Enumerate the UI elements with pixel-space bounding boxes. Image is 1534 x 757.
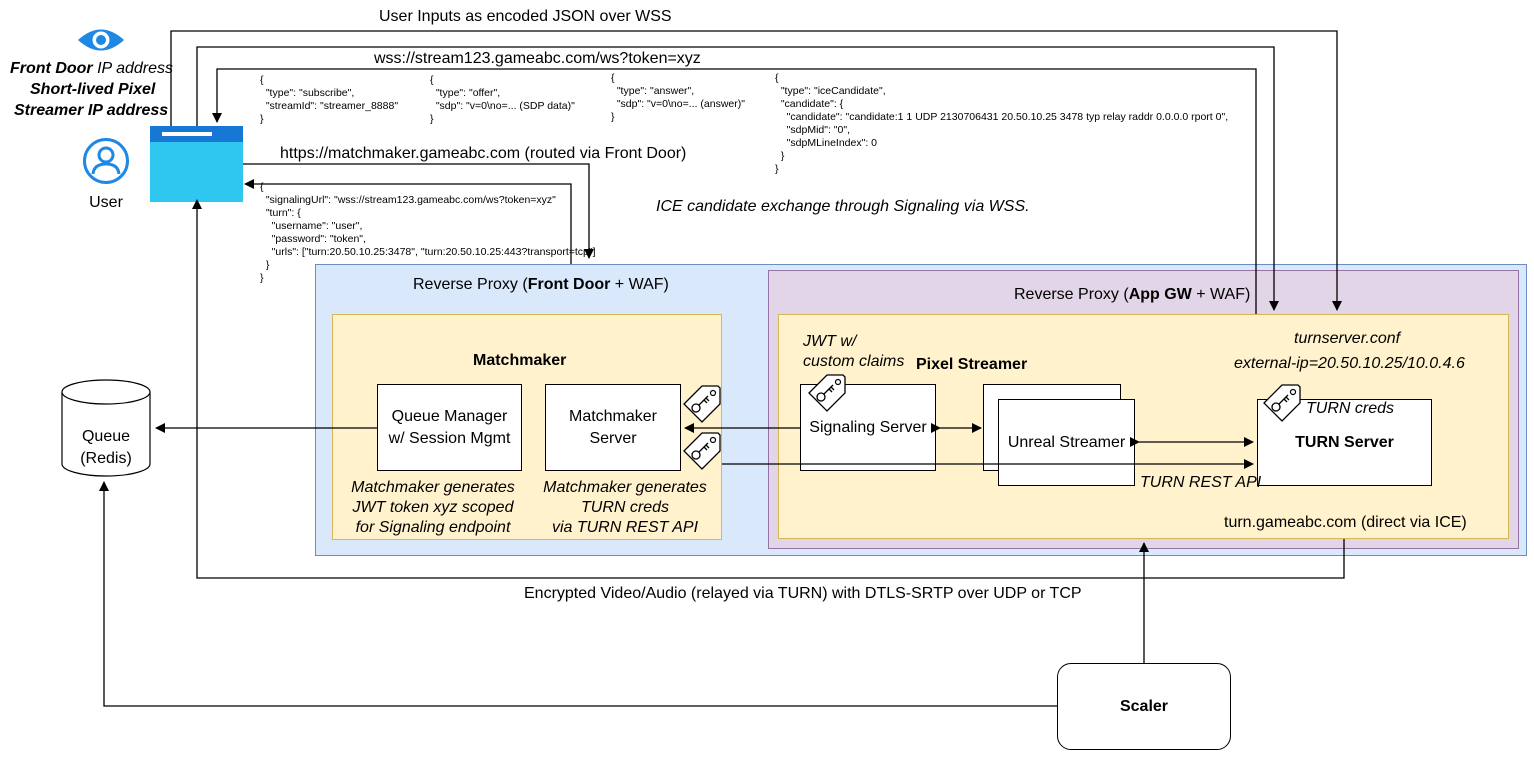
front-door-title: Reverse Proxy (Front Door + WAF) bbox=[413, 276, 669, 293]
external-ip-label: external-ip=20.50.10.25/10.0.4.6 bbox=[1234, 355, 1465, 372]
key-tag-icon bbox=[808, 374, 846, 412]
key-tag-icon bbox=[683, 432, 721, 470]
json-ice-candidate: { "type": "iceCandidate", "candidate": {… bbox=[775, 72, 1229, 175]
json-signaling-response: { "signalingUrl": "wss://stream123.gamea… bbox=[260, 181, 596, 284]
turn-server-node: TURN Server bbox=[1257, 399, 1432, 486]
key-tag-icon bbox=[683, 385, 721, 423]
user-inputs-label: User Inputs as encoded JSON over WSS bbox=[376, 8, 675, 26]
wss-url-label: wss://stream123.gameabc.com/ws?token=xyz bbox=[371, 50, 704, 68]
user-icon bbox=[83, 138, 129, 184]
user-inputs-wire bbox=[170, 30, 1342, 311]
user-ip-line2: Short-lived Pixel bbox=[30, 81, 156, 98]
turn-conf-label: turnserver.conf bbox=[1294, 330, 1401, 347]
turn-rest-api-label: TURN REST API bbox=[1140, 474, 1262, 491]
json-answer: { "type": "answer", "sdp": "v=0\no=... (… bbox=[611, 72, 745, 123]
json-offer: { "type": "offer", "sdp": "v=0\no=... (S… bbox=[430, 74, 575, 125]
https-label: https://matchmaker.gameabc.com (routed v… bbox=[280, 145, 687, 162]
wss-url-wire bbox=[196, 46, 1279, 311]
eye-icon bbox=[78, 29, 124, 51]
turn-creds-label: TURN creds bbox=[1306, 400, 1395, 417]
response-wire bbox=[244, 179, 572, 264]
matchmaker-title: Matchmaker bbox=[473, 352, 567, 369]
video-relay-wire bbox=[192, 199, 1345, 579]
queue-label: Queue(Redis) bbox=[80, 428, 132, 467]
scaler-queue-wire bbox=[99, 481, 1057, 707]
user-ip-line3: Streamer IP address bbox=[14, 102, 169, 119]
queue-manager-node: Queue Manager w/ Session Mgmt bbox=[377, 384, 522, 471]
user-label: User bbox=[89, 194, 123, 211]
scaler-node: Scaler bbox=[1057, 663, 1231, 750]
video-relay-label: Encrypted Video/Audio (relayed via TURN)… bbox=[524, 585, 1082, 602]
pixel-streamer-title: Pixel Streamer bbox=[916, 356, 1028, 373]
https-wire bbox=[243, 163, 594, 259]
unreal-streamer-node: Unreal Streamer bbox=[998, 399, 1135, 486]
ice-exchange-label: ICE candidate exchange through Signaling… bbox=[656, 198, 1030, 215]
turn-domain-label: turn.gameabc.com (direct via ICE) bbox=[1224, 514, 1467, 531]
key-tag-icon bbox=[1263, 384, 1301, 422]
browser-window-icon bbox=[150, 126, 243, 202]
matchmaker-turn-note: Matchmaker generates TURN creds via TURN… bbox=[543, 479, 707, 536]
jwt-claims-note: JWT w/ custom claims bbox=[803, 333, 905, 370]
matchmaker-jwt-note: Matchmaker generates JWT token xyz scope… bbox=[351, 479, 515, 536]
matchmaker-server-node: Matchmaker Server bbox=[545, 384, 681, 471]
app-gw-title: Reverse Proxy (App GW + WAF) bbox=[1014, 286, 1251, 303]
json-subscribe: { "type": "subscribe", "streamId": "stre… bbox=[260, 74, 399, 125]
ice-exchange-wire bbox=[212, 68, 1257, 314]
database-icon bbox=[61, 379, 151, 477]
user-ip-line1: Front Door IP address bbox=[10, 60, 173, 77]
